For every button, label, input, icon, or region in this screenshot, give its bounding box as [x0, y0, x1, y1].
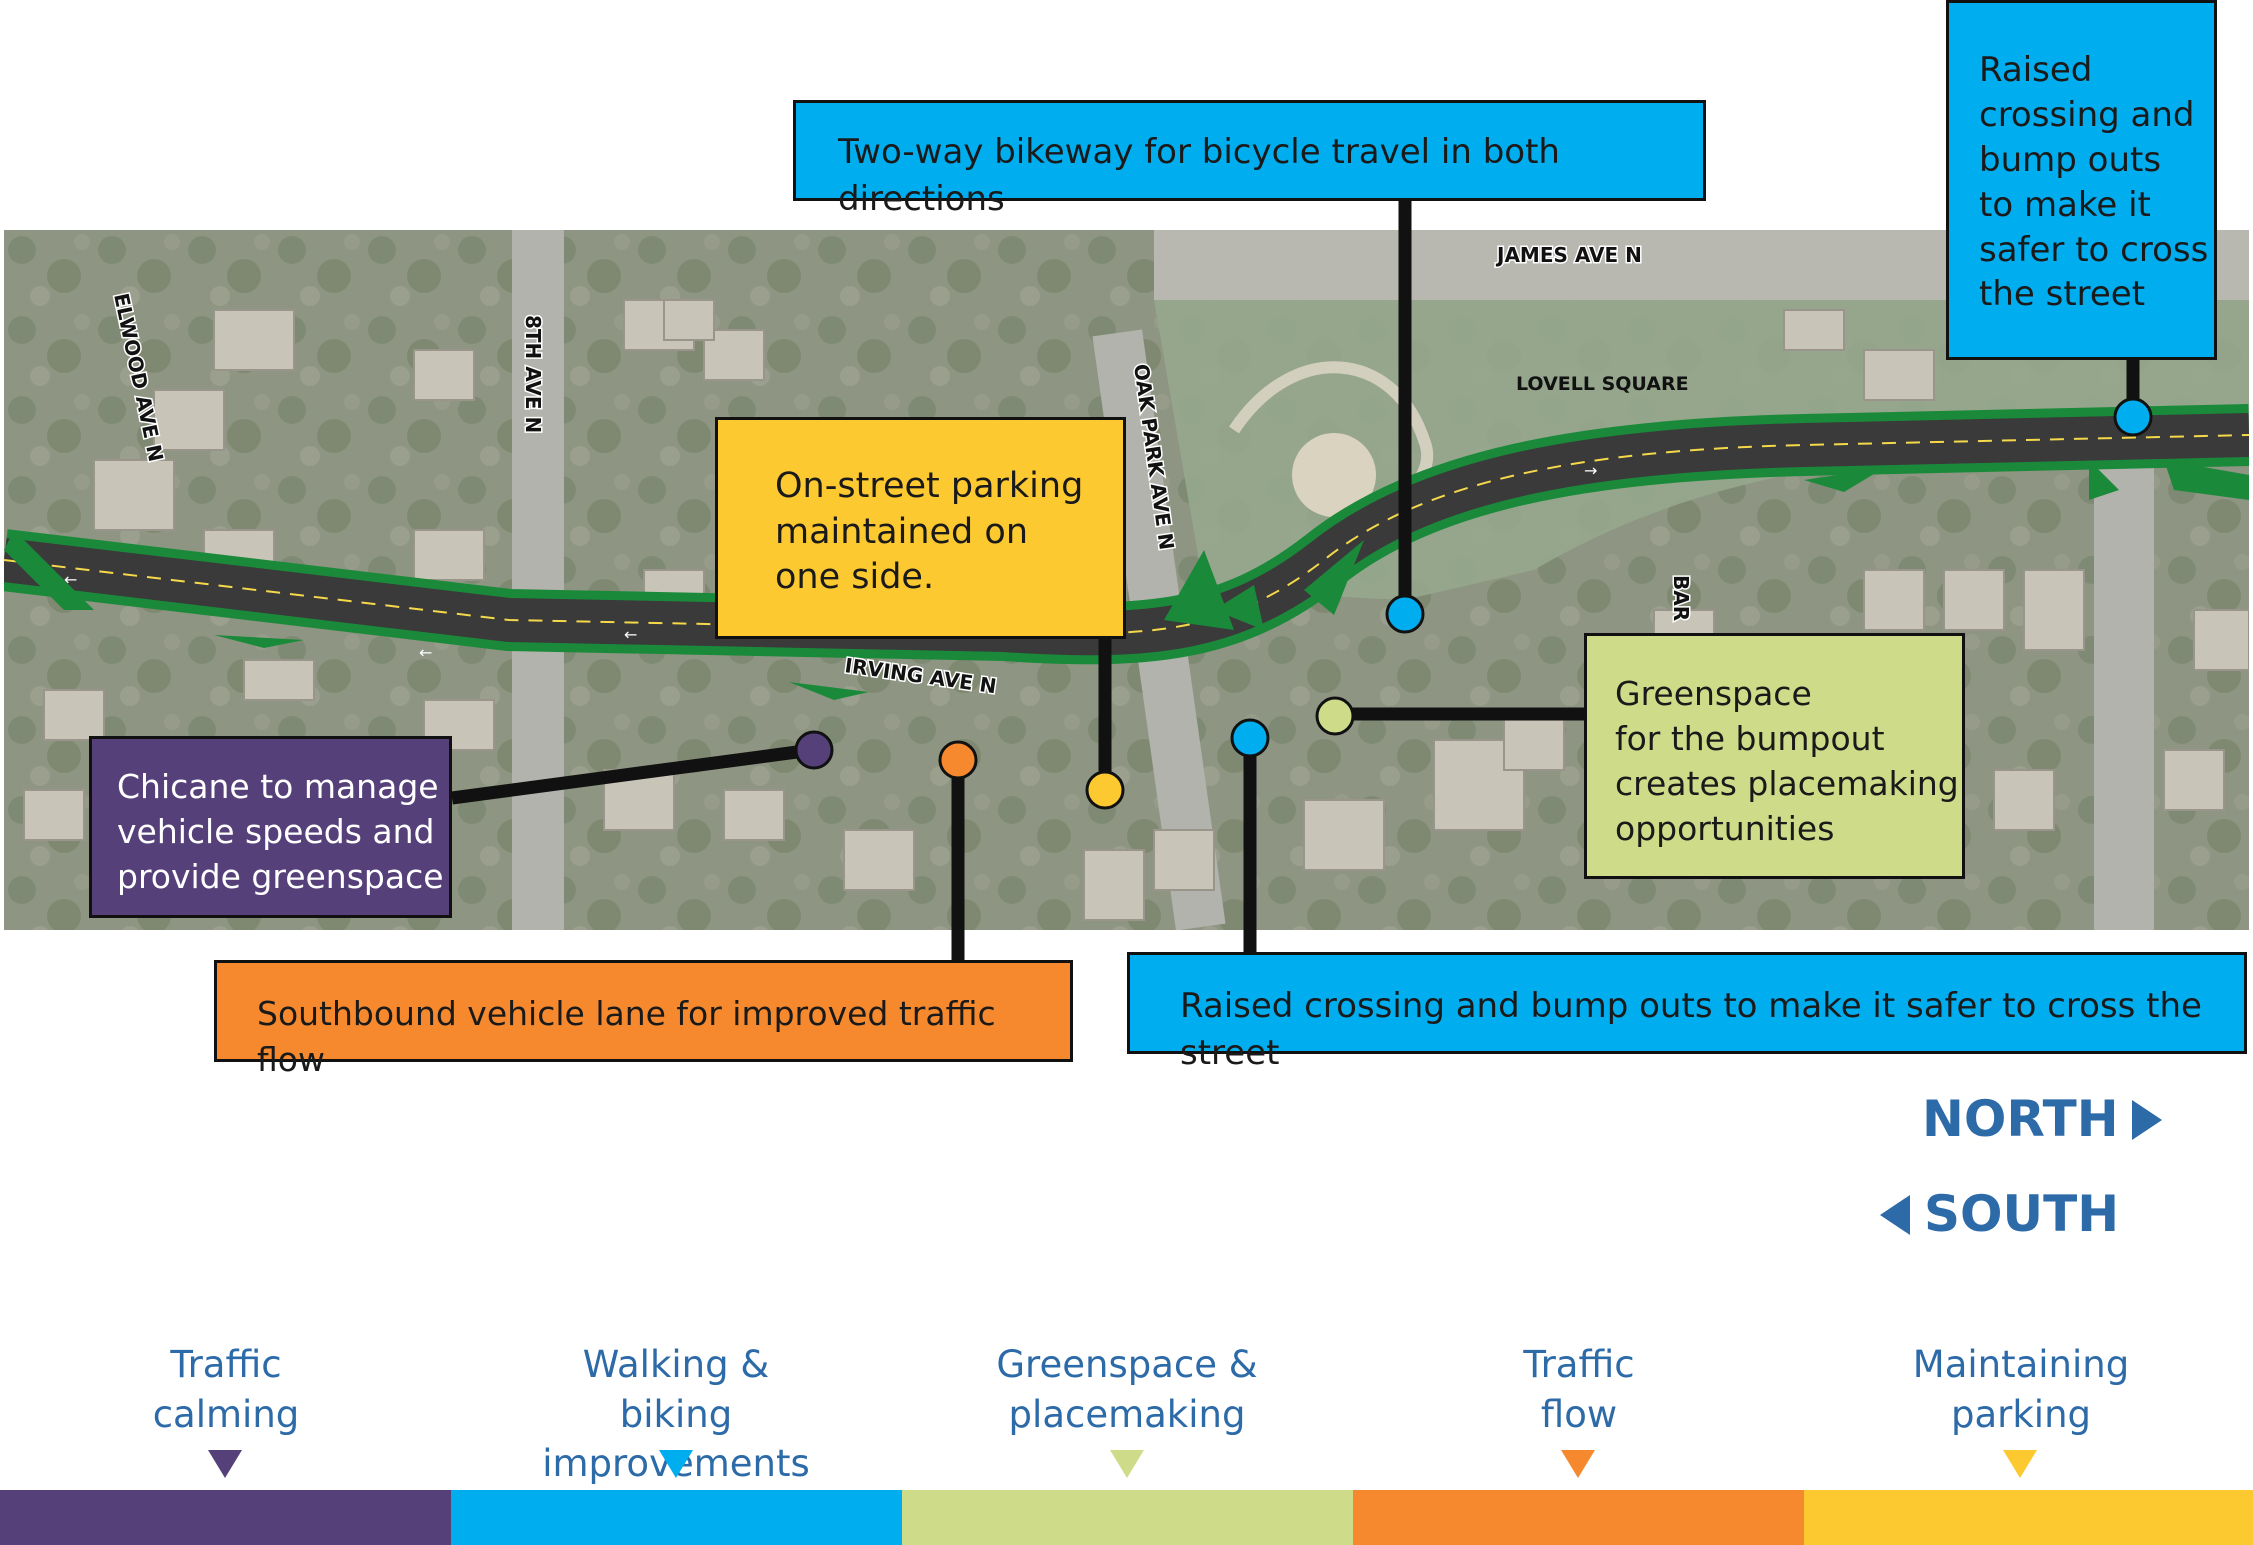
- label-lovell: LOVELL SQUARE: [1516, 373, 1689, 395]
- legend-band-parking: [1804, 1490, 2253, 1545]
- callout-chicane-text: Chicane to manage vehicle speeds and pro…: [117, 767, 444, 896]
- callout-southbound: Southbound vehicle lane for improved tra…: [214, 960, 1073, 1079]
- street-eighth: [512, 230, 564, 930]
- green-islands: [4, 460, 2249, 700]
- north-label: NORTH: [1922, 1090, 2119, 1148]
- callout-bikeway: Two-way bikeway for bicycle travel in bo…: [793, 100, 1706, 219]
- leader-chicane: [451, 743, 813, 805]
- south-label: SOUTH: [1924, 1185, 2120, 1243]
- legend-band-walking-biking: [451, 1490, 902, 1545]
- legend-label-parking: Maintaining parking: [1912, 1343, 2130, 1436]
- legend-marker-walking-biking: [659, 1450, 693, 1478]
- legend-label-greenspace: Greenspace & placemaking: [996, 1343, 1258, 1436]
- street-east: [2094, 430, 2154, 930]
- legend-marker-greenspace: [1110, 1450, 1144, 1478]
- label-barnes: BAR: [1669, 575, 1693, 621]
- north-arrow-icon: [2132, 1100, 2162, 1140]
- legend-band-traffic-flow: [1353, 1490, 1804, 1545]
- label-james: JAMES AVE N: [1495, 243, 1642, 267]
- svg-text:←: ←: [419, 643, 432, 662]
- callout-raised-crossing-top: Raised crossing and bump outs to make it…: [1946, 0, 2217, 360]
- callout-parking-text: On-street parking maintained on one side…: [775, 466, 1084, 597]
- callout-bikeway-text: Two-way bikeway for bicycle travel in bo…: [838, 132, 1560, 219]
- legend-label-traffic-flow: Traffic flow: [1523, 1343, 1635, 1436]
- callout-chicane: Chicane to manage vehicle speeds and pro…: [89, 736, 452, 918]
- svg-text:←: ←: [624, 625, 637, 644]
- legend-marker-traffic-flow: [1561, 1450, 1595, 1478]
- traffic-arrows: ← ← ← →: [64, 461, 1597, 662]
- legend-band-greenspace: [902, 1490, 1353, 1545]
- callout-greenspace: Greenspace for the bumpout creates place…: [1584, 633, 1965, 879]
- south-arrow-icon: [1880, 1195, 1910, 1235]
- legend-label-traffic-calming: Traffic calming: [152, 1343, 300, 1436]
- legend-marker-traffic-calming: [208, 1450, 242, 1478]
- houses: [23, 299, 2249, 921]
- legend-marker-parking: [2003, 1450, 2037, 1478]
- svg-text:→: →: [1584, 461, 1597, 480]
- callout-parking: On-street parking maintained on one side…: [715, 417, 1126, 639]
- callout-raised-crossing-top-text: Raised crossing and bump outs to make it…: [1979, 50, 2209, 315]
- callout-raised-crossing-bottom: Raised crossing and bump outs to make it…: [1127, 952, 2247, 1073]
- label-eighth: 8TH AVE N: [521, 315, 545, 433]
- callout-raised-crossing-bottom-text: Raised crossing and bump outs to make it…: [1180, 986, 2202, 1073]
- callout-greenspace-text: Greenspace for the bumpout creates place…: [1615, 674, 1959, 848]
- svg-text:←: ←: [64, 570, 77, 589]
- north-indicator: NORTH: [1922, 1094, 2119, 1144]
- callout-southbound-text: Southbound vehicle lane for improved tra…: [257, 994, 996, 1079]
- legend-band-traffic-calming: [0, 1490, 451, 1545]
- playground: [1292, 433, 1376, 517]
- south-indicator: SOUTH: [1924, 1189, 2119, 1239]
